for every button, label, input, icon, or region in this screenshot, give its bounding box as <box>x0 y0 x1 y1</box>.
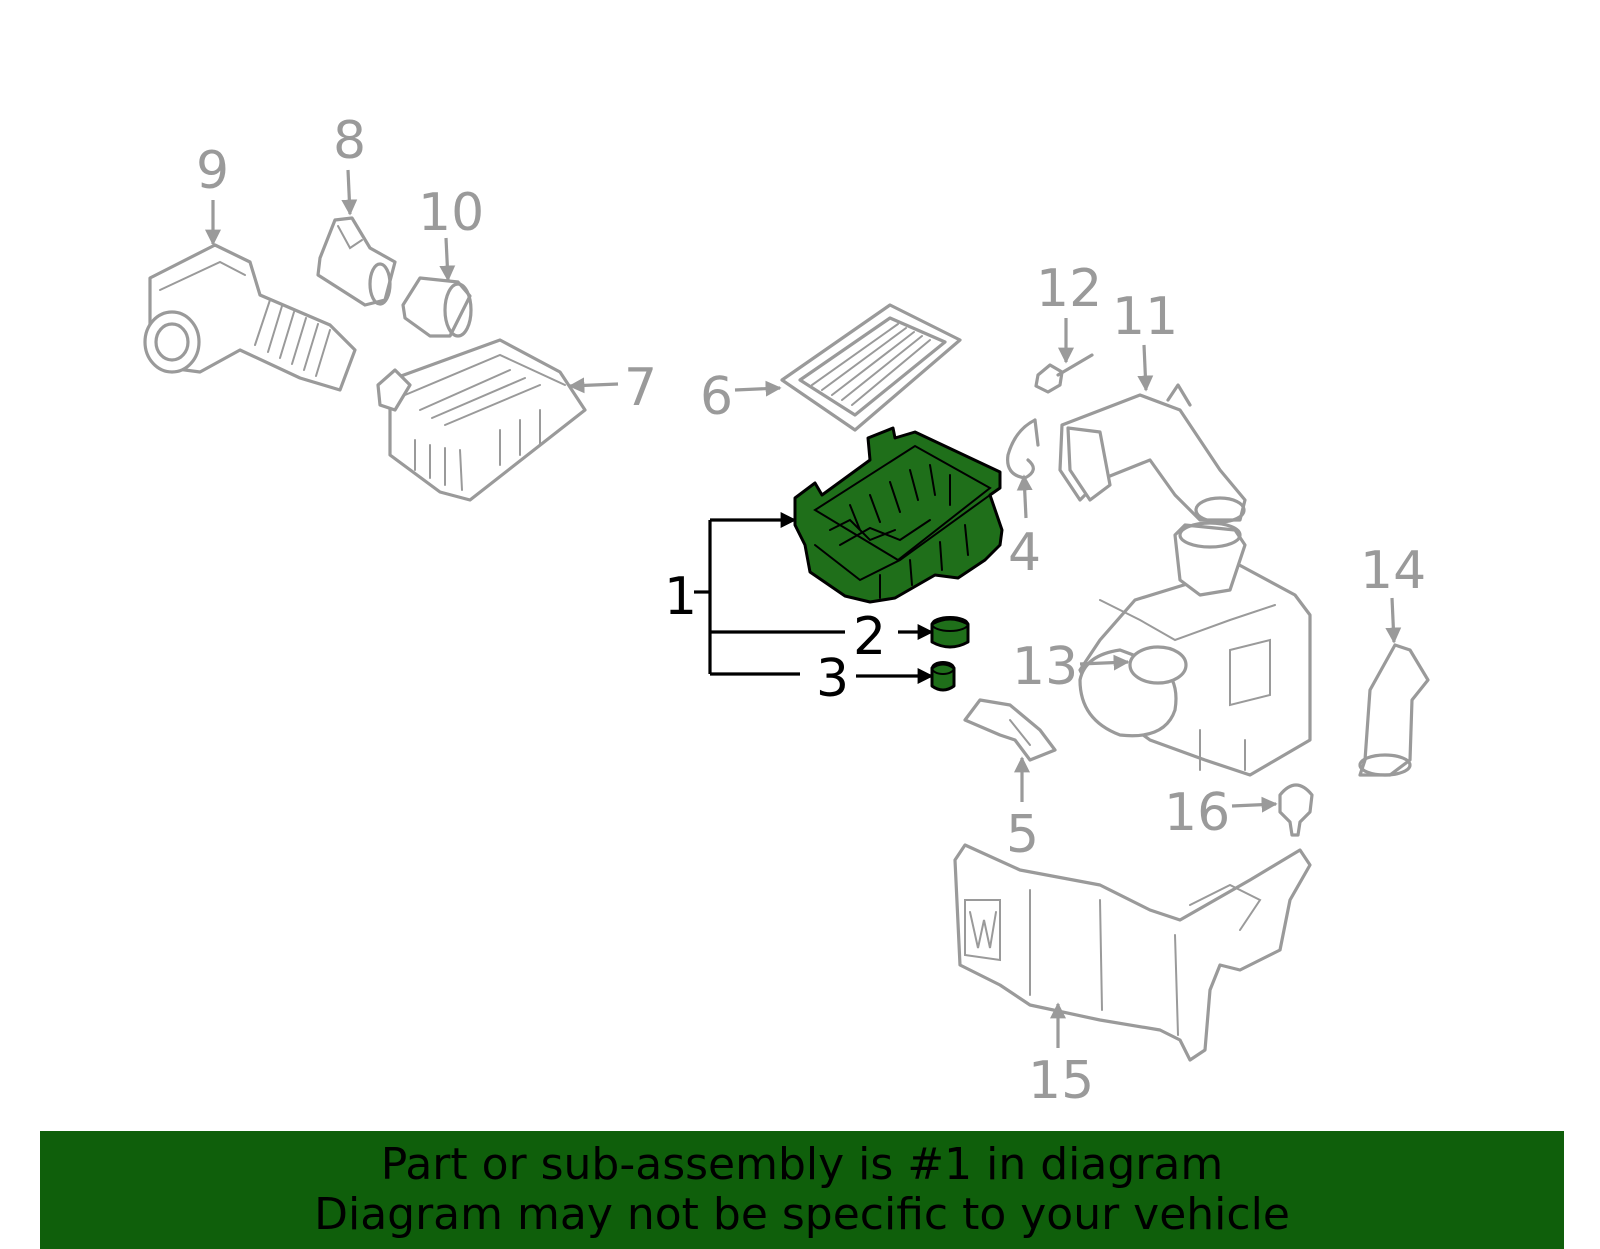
group-1-bracket <box>694 512 934 684</box>
part-12-bolt <box>1034 353 1094 394</box>
part-1-lower-housing <box>793 426 1004 604</box>
callout-16: 16 <box>1164 783 1230 843</box>
leader-lines <box>205 169 1402 1048</box>
part-3-grommet <box>930 661 956 692</box>
callout-14: 14 <box>1360 541 1426 601</box>
part-7-cover <box>376 338 587 502</box>
callout-8: 8 <box>333 111 366 171</box>
callout-labels: 1 2 3 4 5 6 7 8 9 10 11 12 13 14 15 16 <box>196 111 1426 1111</box>
banner-line-1: Part or sub-assembly is #1 in diagram <box>380 1139 1224 1190</box>
part-9-intake-duct <box>143 243 357 392</box>
part-5-bracket <box>963 698 1057 762</box>
parts-diagram: 1 2 3 4 5 6 7 8 9 10 11 12 13 14 15 16 <box>143 111 1430 1111</box>
callout-12: 12 <box>1036 259 1102 319</box>
callout-10: 10 <box>418 183 484 243</box>
callout-11: 11 <box>1112 287 1178 347</box>
callout-7: 7 <box>624 358 657 418</box>
part-16-push-clip <box>1278 783 1314 837</box>
banner-line-2: Diagram may not be specific to your vehi… <box>314 1189 1290 1240</box>
part-15-shield <box>953 843 1312 1062</box>
callout-1: 1 <box>664 567 697 627</box>
part-10-coupler <box>401 276 473 338</box>
callout-2: 2 <box>853 607 886 667</box>
callout-15: 15 <box>1028 1051 1094 1111</box>
part-13-resonator <box>1078 521 1312 777</box>
part-6-filter <box>780 303 962 432</box>
info-banner: Part or sub-assembly is #1 in diagram Di… <box>40 1131 1564 1249</box>
callout-5: 5 <box>1006 805 1039 865</box>
callout-13: 13 <box>1012 637 1078 697</box>
part-8-sensor <box>316 216 397 307</box>
callout-4: 4 <box>1008 523 1041 583</box>
callout-3: 3 <box>816 649 849 709</box>
callout-6: 6 <box>700 367 733 427</box>
part-11-outlet-duct <box>1058 383 1247 524</box>
part-4-clip <box>1006 418 1040 480</box>
part-2-cap <box>930 616 970 649</box>
part-14-hose <box>1358 643 1430 777</box>
callout-9: 9 <box>196 141 229 201</box>
